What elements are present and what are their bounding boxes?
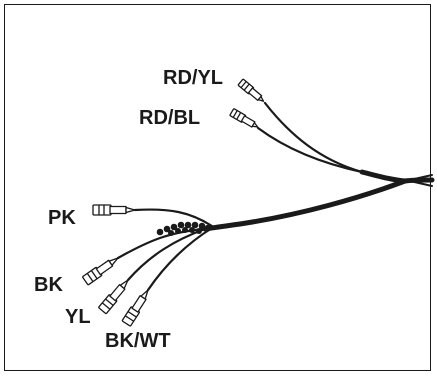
terminal-bk (82, 257, 119, 286)
label-bk: BK (34, 274, 63, 296)
label-pk: PK (48, 207, 76, 229)
label-rd-bl: RD/BL (139, 107, 200, 129)
upper-branch-sleeve (359, 169, 408, 184)
terminal-rd-yl (237, 78, 265, 102)
harness-trunk-upper-exit (409, 174, 433, 181)
wire-yl (126, 227, 207, 282)
lower-branch-sleeve (202, 178, 408, 232)
harness-trunk-lower-exit (409, 180, 433, 187)
twisted-wire-beads (156, 221, 212, 236)
label-bk-wt: BK/WT (105, 330, 171, 352)
wire-rd-bl (256, 126, 364, 174)
terminal-pk (92, 204, 136, 216)
terminal-yl (98, 279, 129, 315)
label-rd-yl: RD/YL (163, 67, 223, 89)
terminal-rd-bl (229, 108, 259, 128)
wire-bk-wt (146, 226, 214, 292)
label-yl: YL (65, 306, 91, 328)
diagram-frame (4, 4, 431, 371)
wire-pk (133, 208, 214, 228)
wire-rd-yl (263, 101, 364, 174)
terminal-bk-wt (121, 289, 149, 327)
